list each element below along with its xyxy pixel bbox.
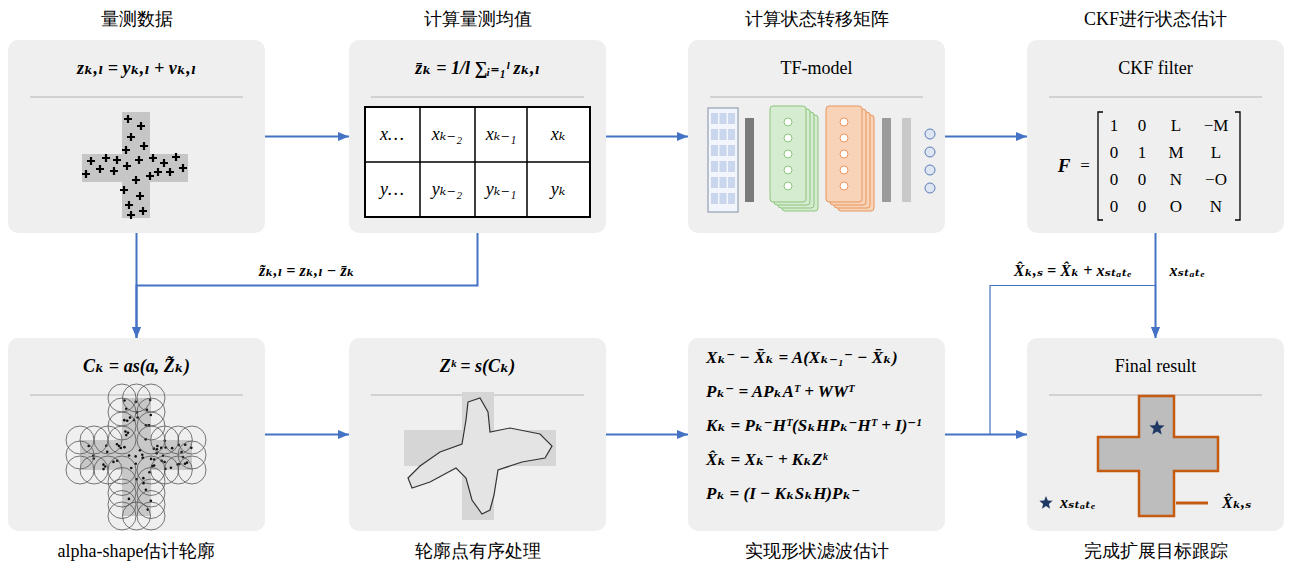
panel-box: Cₖ = as(a, Z̃ₖ)alpha-shape估计轮廓 [8, 338, 265, 531]
table-cell: yₖ [551, 178, 566, 200]
panel-box: Xₖ⁻ − X̄ₖ = A(Xₖ₋₁⁻ − X̄ₖ) Pₖ⁻ = APₖAᵀ + … [688, 338, 945, 531]
matrix-entry: L [1171, 115, 1181, 137]
target-shape [404, 392, 556, 520]
illustrations [66, 106, 1240, 530]
matrix-entry: 0 [1138, 169, 1147, 191]
table-cell: yₖ₋₁ [486, 178, 516, 200]
estimated-contour [408, 398, 552, 514]
panel-ground [8, 338, 265, 531]
legend-text: xₛₜₐₜₑ [1060, 492, 1095, 514]
measurement-dots [87, 399, 192, 511]
target-shape [82, 112, 188, 218]
panel-title: CKF filter [1118, 56, 1193, 80]
panel-divider [30, 395, 243, 396]
panel-title: Final result [1115, 354, 1197, 378]
table-cell: xₖ₋₂ [432, 123, 462, 145]
table-cell: xₖ [551, 123, 566, 145]
panel-box: CKF进行状态估计CKF filter [1027, 40, 1284, 233]
panel-title: z̄ₖ = 1/l ∑ᵢ₌₁ˡ zₖ,ₗ [415, 56, 540, 80]
matrix-entry: 0 [1138, 196, 1147, 218]
matrix-entry: 0 [1110, 142, 1119, 164]
matrix-entry: −O [1205, 169, 1227, 191]
flow-arrow [137, 233, 478, 338]
target-shape [80, 398, 192, 516]
flow-arrow [265, 434, 349, 436]
panel-title: TF-model [781, 56, 853, 80]
panel-ground [688, 40, 945, 233]
panel-box: 量测数据zₖ,ₗ = yₖ,ₗ + vₖ,ₗ [8, 40, 265, 233]
matrix-entry: 1 [1138, 142, 1147, 164]
panel-heading: 计算状态转移矩阵 [745, 7, 889, 31]
state-star [1149, 420, 1164, 434]
matrix-bracket [1098, 112, 1240, 220]
matrix-entry: L [1211, 142, 1221, 164]
matrix-entry: 0 [1138, 115, 1147, 137]
matrix-entry: 1 [1110, 115, 1119, 137]
measurement-points [82, 115, 187, 219]
legend-line [1176, 502, 1208, 505]
matrix-entry: 0 [1110, 169, 1119, 191]
filter-equation: Pₖ⁻ = APₖAᵀ + WWᵀ [706, 380, 854, 404]
matrix-entry: M [1168, 142, 1183, 164]
table-cell: y… [380, 178, 404, 200]
panel-box: 计算状态转移矩阵TF-model [688, 40, 945, 233]
matrix-entry: N [1210, 196, 1222, 218]
network-illustration [708, 106, 935, 212]
panel-divider [30, 97, 243, 98]
filter-equation: Kₖ = Pₖ⁻Hᵀ(SₖHPₖ⁻Hᵀ + I)⁻¹ [706, 414, 921, 438]
filter-equation: Xₖ⁻ − X̄ₖ = A(Xₖ₋₁⁻ − X̄ₖ) [706, 346, 898, 370]
edge-label: z̃ₖ,ₗ = zₖ,ₗ − z̄ₖ [257, 260, 357, 282]
flow-arrow [945, 136, 1027, 138]
panel-divider [371, 97, 584, 98]
alpha-circles [66, 384, 206, 530]
panel-heading: CKF进行状态估计 [1084, 7, 1227, 31]
table-cell: yₖ₋₂ [432, 178, 462, 200]
panel-heading: 计算量测均值 [424, 7, 532, 31]
panel-heading: alpha-shape估计轮廓 [58, 539, 216, 563]
panel-title: Zᵏ = s(Cₖ) [440, 354, 516, 378]
panel-title: Cₖ = as(a, Z̃ₖ) [83, 354, 190, 378]
matrix-entry: = [1080, 155, 1090, 177]
flow-arrow [265, 136, 349, 138]
table-cell: x… [380, 123, 404, 145]
matrix-entry: 0 [1110, 196, 1119, 218]
matrix-entry: O [1170, 196, 1182, 218]
panel-heading: 实现形状滤波估计 [745, 539, 889, 563]
edge-label: xₛₜₐₜₑ [1168, 260, 1207, 282]
matrix-entry: −M [1204, 115, 1229, 137]
panel-heading: 完成扩展目标跟踪 [1084, 539, 1228, 563]
panel-title: zₖ,ₗ = yₖ,ₗ + vₖ,ₗ [77, 56, 196, 80]
panel-ground [8, 40, 265, 233]
panel-heading: 轮廓点有序处理 [415, 539, 541, 563]
legend-star [1039, 496, 1052, 509]
edge-label: X̂ₖ,ₛ = X̂ₖ + xₛₜₐₜₑ [1012, 260, 1134, 282]
panel-divider [710, 97, 923, 98]
matrix-entry: N [1170, 169, 1182, 191]
data-table [365, 107, 590, 217]
tracked-shape [1098, 396, 1218, 516]
flow-arrow [606, 434, 688, 436]
panel-ground [1027, 40, 1284, 233]
panel-grounds [8, 40, 1284, 531]
table-rules [365, 107, 590, 217]
panel-box: Zᵏ = s(Cₖ)轮廓点有序处理 [349, 338, 606, 531]
panel-ground [688, 338, 945, 531]
filter-equation: X̂ₖ = Xₖ⁻ + KₖZᵏ [706, 448, 827, 472]
matrix-entry: F [1058, 155, 1071, 177]
panel-ground [1027, 338, 1284, 531]
filter-equation: Pₖ = (I − KₖSₖH)Pₖ⁻ [706, 482, 860, 506]
panel-heading: 量测数据 [101, 7, 173, 31]
panel-divider [1049, 97, 1262, 98]
panel-ground [349, 40, 606, 233]
legend-text: X̂ₖ,ₛ [1222, 492, 1251, 514]
table-cell: xₖ₋₁ [486, 123, 516, 145]
flow-arrow [606, 136, 688, 138]
panel-ground [349, 338, 606, 531]
